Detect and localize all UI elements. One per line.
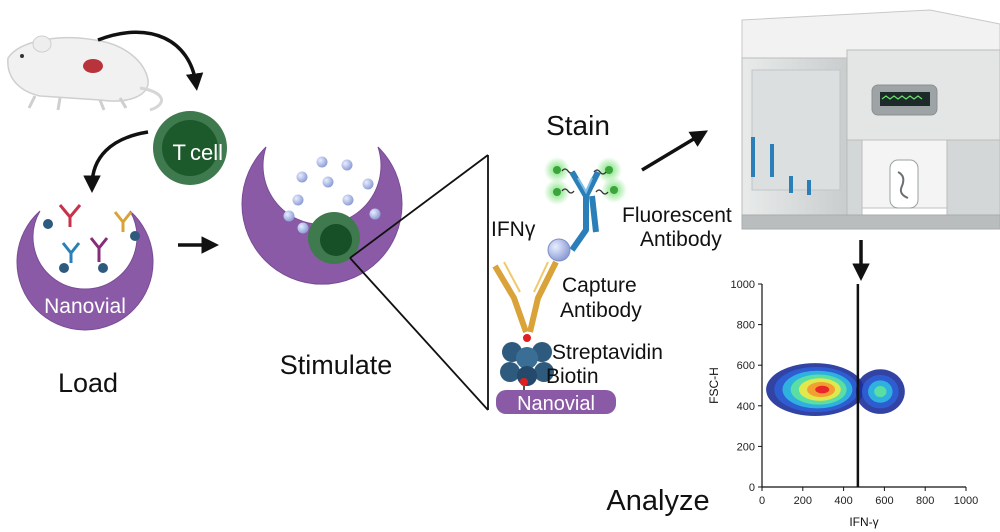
captured-tcell-icon xyxy=(308,212,360,264)
capture-antibody-icon xyxy=(492,260,559,342)
y-tick-label: 1000 xyxy=(731,279,755,291)
x-tick-label: 0 xyxy=(759,495,765,507)
tcell-to-nanovial-arrow xyxy=(83,130,149,193)
nanovial-surface: Nanovial xyxy=(496,390,616,415)
density-population xyxy=(855,369,905,414)
capture-label: Capture xyxy=(562,274,637,297)
fluorescent-antibody-label: Antibody xyxy=(640,228,722,251)
y-tick-label: 200 xyxy=(737,441,755,453)
y-tick-label: 800 xyxy=(737,320,755,332)
stage-stimulate-label: Stimulate xyxy=(280,350,393,380)
biotin-label: Biotin xyxy=(546,365,599,388)
y-axis-label: FSC-H xyxy=(707,367,721,404)
x-tick-label: 600 xyxy=(875,495,893,507)
stain-to-cytometer-arrow xyxy=(641,130,709,172)
mouse-icon xyxy=(7,35,163,112)
capture-antibody-label: Antibody xyxy=(560,299,642,322)
stage-load-label: Load xyxy=(58,368,118,398)
load-nanovial: Nanovial xyxy=(16,204,154,331)
ifng-label: IFNγ xyxy=(491,218,536,241)
mouse-to-tcell-arrow xyxy=(97,30,204,91)
load-nanovial-label: Nanovial xyxy=(44,295,126,318)
nanovial-surface-label: Nanovial xyxy=(517,393,595,415)
x-tick-label: 400 xyxy=(834,495,852,507)
x-tick-label: 800 xyxy=(916,495,934,507)
fluorescent-label: Fluorescent xyxy=(622,204,732,227)
stage-analyze-label: Analyze xyxy=(606,485,709,517)
density-populations xyxy=(766,363,905,416)
zoom-callout xyxy=(349,154,489,411)
fluorescent-antibody-icon xyxy=(544,157,627,252)
streptavidin-label: Streptavidin xyxy=(552,341,663,364)
stimulate-nanovial-label: Nanovial xyxy=(279,278,365,303)
stage-stain-label: Stain xyxy=(546,110,610,141)
x-tick-label: 200 xyxy=(794,495,812,507)
y-tick-label: 400 xyxy=(737,401,755,413)
x-ticks: 0 200 400 600 800 1000 xyxy=(759,487,978,507)
y-tick-label: 0 xyxy=(749,482,755,494)
tcell-label-t: T xyxy=(173,140,186,165)
tcell-icon: T cell xyxy=(153,111,227,185)
y-ticks: 0 200 400 600 800 1000 xyxy=(731,279,762,494)
x-tick-label: 1000 xyxy=(954,495,978,507)
ifng-bead-icon xyxy=(547,238,571,262)
y-tick-label: 600 xyxy=(737,360,755,372)
density-contour xyxy=(874,386,887,398)
stimulate-nanovial: Nanovial xyxy=(241,146,403,303)
flow-cytometer-icon xyxy=(741,9,1000,230)
tcell-label-cell: cell xyxy=(190,140,223,165)
density-population xyxy=(766,363,864,416)
loaded-antibodies xyxy=(43,204,140,273)
ifng-beads xyxy=(283,156,381,234)
density-contour xyxy=(815,385,830,394)
flow-density-plot: 0 200 400 600 800 1000 0 200 400 600 800 1000 IFN-… xyxy=(707,279,978,529)
x-axis-label: IFN-γ xyxy=(849,515,878,529)
